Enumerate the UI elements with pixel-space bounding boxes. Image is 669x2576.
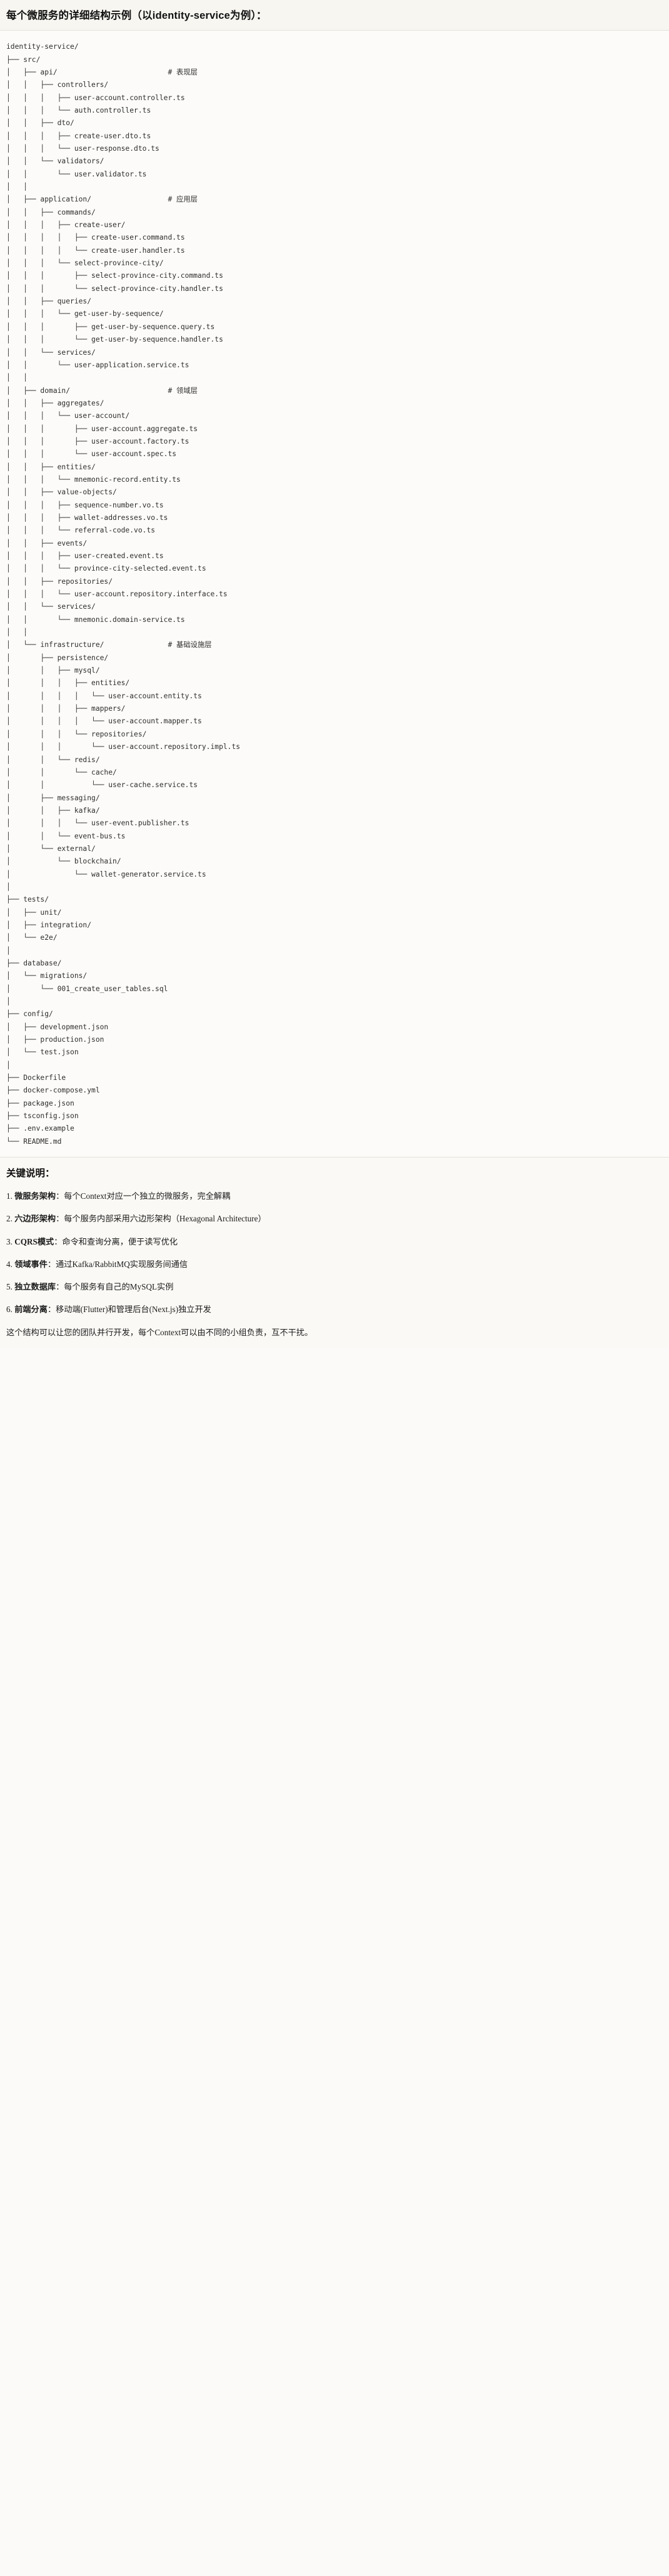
list-item-lead: CQRS模式: [14, 1236, 54, 1246]
list-item: 6. 前端分离：移动端(Flutter)和管理后台(Next.js)独立开发: [6, 1303, 663, 1315]
list-item-number: 5.: [6, 1281, 15, 1291]
list-item-number: 1.: [6, 1191, 15, 1201]
list-item-lead: 微服务架构: [14, 1191, 56, 1201]
title-bar: 每个微服务的详细结构示例（以identity-service为例）：: [0, 0, 669, 31]
list-item-lead: 前端分离: [14, 1305, 48, 1315]
directory-tree: identity-service/ ├── src/ │ ├── api/ # …: [6, 43, 241, 1146]
directory-tree-section: identity-service/ ├── src/ │ ├── api/ # …: [0, 31, 669, 1158]
key-points-list: 1. 微服务架构：每个Context对应一个独立的微服务，完全解耦 2. 六边形…: [6, 1190, 663, 1315]
page-title: 每个微服务的详细结构示例（以identity-service为例）：: [6, 10, 267, 21]
list-item-body: ：移动端(Flutter)和管理后台(Next.js)独立开发: [47, 1305, 211, 1315]
list-item-body: ：命令和查询分离，便于读写优化: [54, 1236, 178, 1246]
list-item: 3. CQRS模式：命令和查询分离，便于读写优化: [6, 1236, 663, 1248]
list-item-body: ：每个Context对应一个独立的微服务，完全解耦: [56, 1191, 231, 1201]
list-item-lead: 六边形架构: [14, 1214, 56, 1224]
list-item: 5. 独立数据库：每个服务有自己的MySQL实例: [6, 1281, 663, 1293]
key-points-footer: 这个结构可以让您的团队并行开发，每个Context可以由不同的小组负责，互不干扰…: [6, 1328, 313, 1338]
page-root: 每个微服务的详细结构示例（以identity-service为例）： ident…: [0, 0, 669, 1348]
list-item-body: ：每个服务内部采用六边形架构（Hexagonal Architecture）: [56, 1214, 266, 1224]
list-item: 2. 六边形架构：每个服务内部采用六边形架构（Hexagonal Archite…: [6, 1213, 663, 1224]
list-item-lead: 独立数据库: [14, 1281, 56, 1291]
list-item-number: 4.: [6, 1259, 15, 1269]
list-item-number: 6.: [6, 1305, 15, 1315]
list-item-lead: 领域事件: [14, 1259, 48, 1269]
list-item-body: ：通过Kafka/RabbitMQ实现服务间通信: [47, 1259, 188, 1269]
list-item: 1. 微服务架构：每个Context对应一个独立的微服务，完全解耦: [6, 1190, 663, 1202]
key-points-heading: 关键说明：: [6, 1168, 55, 1179]
key-points-section: 关键说明： 1. 微服务架构：每个Context对应一个独立的微服务，完全解耦 …: [0, 1157, 669, 1348]
list-item-number: 3.: [6, 1236, 15, 1246]
list-item-number: 2.: [6, 1214, 15, 1224]
list-item-body: ：每个服务有自己的MySQL实例: [56, 1281, 174, 1291]
list-item: 4. 领域事件：通过Kafka/RabbitMQ实现服务间通信: [6, 1258, 663, 1270]
